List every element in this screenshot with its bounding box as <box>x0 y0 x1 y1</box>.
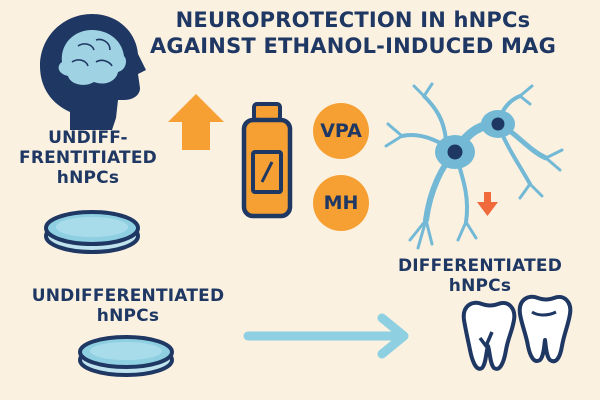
title-line-1: NEUROPROTECTION IN hNPCs <box>175 8 531 32</box>
title-line-2: AGAINST ETHANOL-INDUCED MAG <box>149 33 557 58</box>
medicine-bottle-icon <box>241 102 293 219</box>
vpa-label: VPA <box>320 120 362 142</box>
right-arrow-icon <box>243 313 409 359</box>
undifferentiated-label-top: UNDIFF- FRENTITIATED hNPCs <box>4 128 172 188</box>
neuron-icon <box>384 82 564 250</box>
undiff-top-line-2: FRENTITIATED <box>19 148 157 169</box>
up-arrow-icon <box>168 94 224 150</box>
differentiated-label: DIFFERENTIATED hNPCs <box>382 256 578 296</box>
tooth-icon-2 <box>517 294 573 364</box>
petri-dish-icon <box>44 210 140 254</box>
down-arrow-icon <box>477 192 498 216</box>
vpa-circle <box>313 103 369 159</box>
undifferentiated-label-bottom: UNDIFFERENTIATED hNPCs <box>8 286 248 326</box>
petri-dish-icon-2 <box>78 335 174 377</box>
undiff-top-line-3: hNPCs <box>56 168 120 189</box>
mh-circle <box>313 175 369 231</box>
diff-line-2: hNPCs <box>448 276 512 297</box>
tooth-icon <box>461 300 517 371</box>
mh-label: MH <box>323 192 359 214</box>
undiff-bottom-line-1: UNDIFFERENTIATED <box>31 286 225 306</box>
undiff-top-line-1: UNDIFF- <box>48 128 128 148</box>
head-brain-icon <box>40 14 146 130</box>
diff-line-1: DIFFERENTIATED <box>397 256 563 276</box>
page-title: NEUROPROTECTION IN hNPCs AGAINST ETHANOL… <box>118 8 588 59</box>
undiff-bottom-line-2: hNPCs <box>96 306 160 327</box>
neuron-cell-bodies <box>435 110 515 169</box>
